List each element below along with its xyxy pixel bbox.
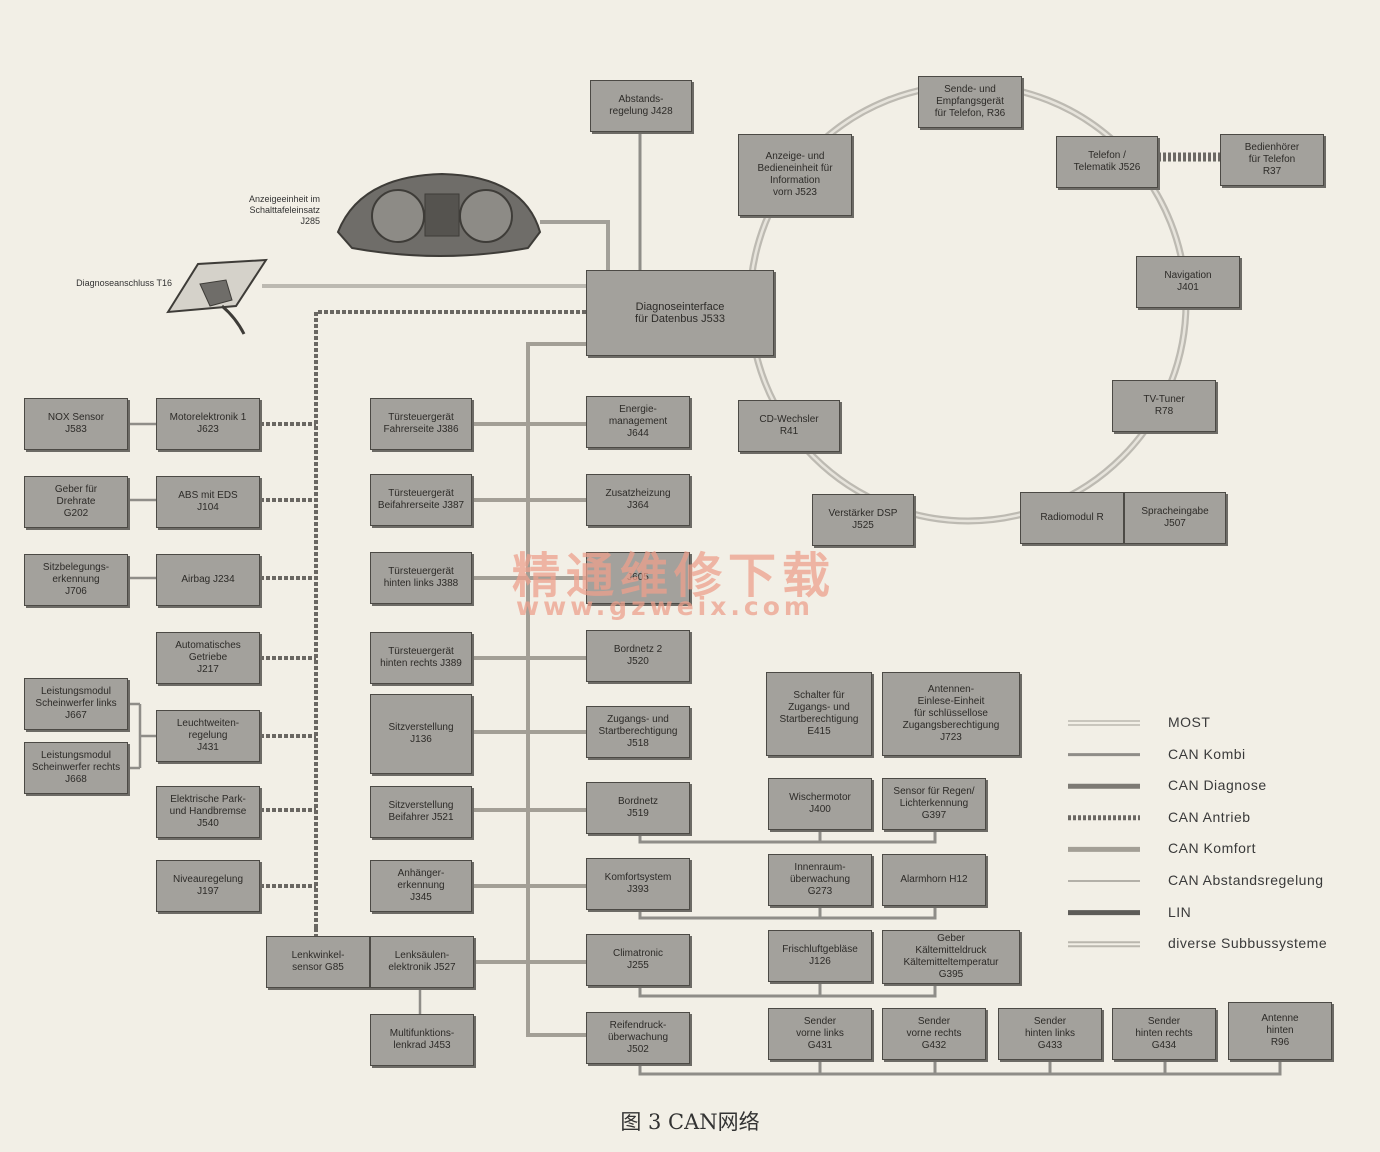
legend-label-can-antrieb: CAN Antrieb	[1168, 808, 1251, 825]
module-climatronic: Climatronic J255	[586, 934, 690, 986]
module-onboard1: J605	[586, 552, 690, 604]
module-onboard: Bordnetz J519	[586, 782, 690, 834]
legend-label-can-diag: CAN Diagnose	[1168, 777, 1267, 794]
module-seat-pass: Sitzverstellung Beifahrer J521	[370, 786, 472, 838]
module-access: Zugangs- und Startberechtigung J518	[586, 706, 690, 758]
module-comfort: Komfortsystem J393	[586, 858, 690, 910]
legend-label-can-kombi: CAN Kombi	[1168, 745, 1246, 762]
module-refrig: Geber Kältemitteldruck Kältemitteltemper…	[882, 930, 1020, 984]
module-transceiver: Sende- und Empfangsgerät für Telefon, R3…	[918, 76, 1022, 128]
module-mf-wheel: Multifunktions- lenkrad J453	[370, 1014, 474, 1066]
module-rain: Sensor für Regen/ Lichterkennung G397	[882, 778, 986, 830]
legend-label-most: MOST	[1168, 714, 1211, 730]
legend-label-subbus: diverse Subbussysteme	[1168, 935, 1328, 952]
module-steer-sensor: Lenkwinkel- sensor G85	[266, 936, 370, 988]
local-links	[128, 422, 156, 770]
module-antenna-unit: Antennen- Einlese-Einheit für schlüssell…	[882, 672, 1020, 756]
module-energy: Energie- management J644	[586, 396, 690, 448]
module-amp: Verstärker DSP J525	[812, 494, 914, 546]
module-door-rl: Türsteuergerät hinten links J388	[370, 552, 472, 604]
module-gearbox: Automatisches Getriebe J217	[156, 632, 260, 684]
module-abs: ABS mit EDS J104	[156, 476, 260, 528]
module-wiper: Wischermotor J400	[768, 778, 872, 830]
module-fresh-air: Frischluftgebläse J126	[768, 930, 872, 982]
module-airbag: Airbag J234	[156, 554, 260, 606]
module-handset: Bedienhörer für Telefon R37	[1220, 134, 1324, 186]
module-tyre: Reifendruck- überwachung J502	[586, 1012, 690, 1064]
module-door-driver: Türsteuergerät Fahrerseite J386	[370, 398, 472, 450]
module-rate-sensor: Geber für Drehrate G202	[24, 476, 128, 528]
instrument-cluster-icon	[336, 172, 542, 257]
legend-label-lin: LIN	[1168, 903, 1192, 920]
diagnosis-connector-icon	[166, 258, 268, 335]
module-trailer: Anhänger- erkennung J345	[370, 860, 472, 912]
figure-caption: 图 3 CAN网络	[620, 1110, 760, 1134]
module-tx-fr: Sender vorne rechts G432	[882, 1008, 986, 1060]
module-lamp-left: Leistungsmodul Scheinwerfer links J667	[24, 678, 128, 730]
can-kombi-line	[540, 220, 610, 270]
module-nox: NOX Sensor J583	[24, 398, 128, 450]
instrument-cluster-label: Anzeigeeinheit im Schalttafeleinsatz J28…	[248, 194, 320, 226]
module-distance: Abstands- regelung J428	[590, 80, 692, 132]
can-antrieb-trunk	[314, 310, 586, 928]
module-tx-rr: Sender hinten rechts G434	[1112, 1008, 1216, 1060]
module-voice: Spracheingabe J507	[1124, 492, 1226, 544]
module-alarm: Alarmhorn H12	[882, 854, 986, 906]
watermark-url: www.gzweix.com	[516, 592, 814, 621]
module-display-unit: Anzeige- und Bedieneinheit für Informati…	[738, 134, 852, 216]
module-lamp-right: Leistungsmodul Scheinwerfer rechts J668	[24, 742, 128, 794]
module-onboard2: Bordnetz 2 J520	[586, 630, 690, 682]
module-seat-occ: Sitzbelegungs- erkennung J706	[24, 554, 128, 606]
legend-label-can-komfort: CAN Komfort	[1168, 840, 1256, 857]
legend-label-can-abstand: CAN Abstandsregelung	[1168, 872, 1324, 888]
diagnosis-port-label: Diagnoseanschluss T16	[76, 278, 172, 288]
module-steer-col: Lenksäulen- elektronik J527	[370, 936, 474, 988]
module-door-pass: Türsteuergerät Beifahrerseite J387	[370, 474, 472, 526]
module-telefon: Telefon / Telematik J526	[1056, 136, 1158, 188]
module-radio: Radiomodul R	[1020, 492, 1124, 544]
module-interior: Innenraum- überwachung G273	[768, 854, 872, 906]
can-komfort-trunk	[526, 342, 586, 1037]
can-antrieb-branches	[260, 422, 318, 938]
lin-lines	[638, 830, 1282, 1076]
legend-lines	[1068, 720, 1140, 948]
module-gateway: Diagnoseinterface für Datenbus J533	[586, 270, 774, 356]
module-cd-changer: CD-Wechsler R41	[738, 400, 840, 452]
module-start-switch: Schalter für Zugangs- und Startberechtig…	[766, 672, 872, 756]
module-navigation: Navigation J401	[1136, 256, 1240, 308]
module-level: Niveauregelung J197	[156, 860, 260, 912]
module-tx-rl: Sender hinten links G433	[998, 1008, 1102, 1060]
module-headlight: Leuchtweiten- regelung J431	[156, 710, 260, 762]
module-seat-adj: Sitzverstellung J136	[370, 694, 472, 774]
module-tv-tuner: TV-Tuner R78	[1112, 380, 1216, 432]
module-antenna-rear: Antenne hinten R96	[1228, 1002, 1332, 1060]
module-aux-heat: Zusatzheizung J364	[586, 474, 690, 526]
module-motor: Motorelektronik 1 J623	[156, 398, 260, 450]
module-tx-fl: Sender vorne links G431	[768, 1008, 872, 1060]
module-door-rr: Türsteuergerät hinten rechts J389	[370, 632, 472, 684]
can-komfort-branches	[472, 422, 586, 964]
watermark-text: 精通维修下载	[512, 548, 837, 604]
module-parkbrake: Elektrische Park- und Handbremse J540	[156, 786, 260, 838]
